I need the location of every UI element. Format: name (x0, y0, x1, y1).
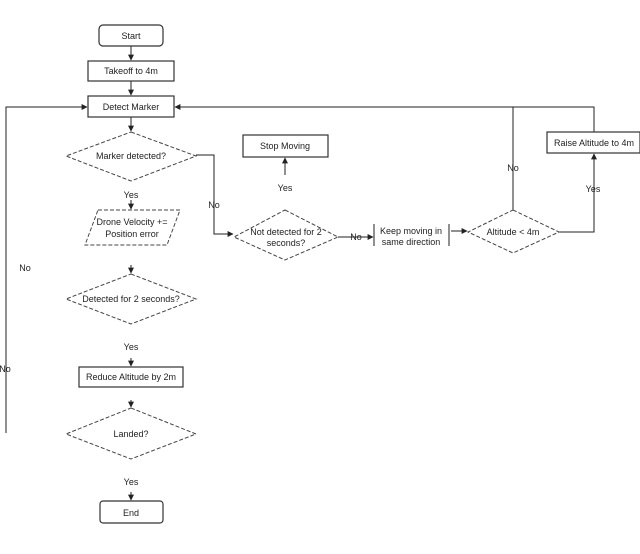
marker-detected-decision (64, 131, 198, 182)
edge-label-yes: Yes (124, 342, 139, 352)
takeoff-label: Takeoff to 4m (104, 66, 158, 76)
loop-return-detect (174, 104, 595, 132)
edge-label-no: No (0, 364, 11, 374)
not-detected-decision (232, 209, 340, 261)
not-detected-label-1: Not detected for 2 (250, 227, 322, 237)
detected-2s-decision (64, 273, 198, 325)
velocity-label-1: Drone Velocity += (96, 217, 167, 227)
raise-altitude-label: Raise Altitude to 4m (554, 138, 634, 148)
velocity-label-2: Position error (105, 229, 159, 239)
reduce-altitude-node (78, 366, 184, 388)
detect-marker-node (87, 95, 175, 118)
end-node (99, 500, 164, 524)
stop-moving-node (242, 134, 329, 158)
end-label: End (123, 508, 139, 518)
edge-label-no: No (507, 163, 519, 173)
arrow-no-notdetected (196, 154, 234, 237)
keep-moving-label-2: same direction (382, 237, 441, 247)
not-detected-label-2: seconds? (267, 238, 306, 248)
altitude-label: Altitude < 4m (487, 227, 540, 237)
altitude-decision (466, 209, 561, 254)
edge-label-no: No (350, 232, 362, 242)
detect-marker-label: Detect Marker (103, 102, 160, 112)
start-label: Start (121, 31, 141, 41)
connectors (5, 46, 597, 501)
edge-label-yes: Yes (124, 190, 139, 200)
landed-decision (64, 407, 198, 460)
edge-label-no: No (19, 263, 31, 273)
edge-label-yes: Yes (586, 184, 601, 194)
keep-moving-label-1: Keep moving in (380, 226, 442, 236)
detected-2s-label: Detected for 2 seconds? (82, 294, 180, 304)
landed-label: Landed? (113, 429, 148, 439)
raise-altitude-node (546, 131, 640, 154)
arrow-yes-raise (559, 153, 597, 233)
stop-moving-label: Stop Moving (260, 141, 310, 151)
loop-no-left (5, 104, 88, 433)
start-node (98, 24, 164, 47)
reduce-altitude-label: Reduce Altitude by 2m (86, 372, 176, 382)
edge-label-yes: Yes (278, 183, 293, 193)
takeoff-node (87, 60, 175, 82)
velocity-io-node (84, 209, 181, 246)
edge-label-yes: Yes (124, 477, 139, 487)
marker-detected-label: Marker detected? (96, 151, 166, 161)
edge-label-no: No (208, 200, 220, 210)
